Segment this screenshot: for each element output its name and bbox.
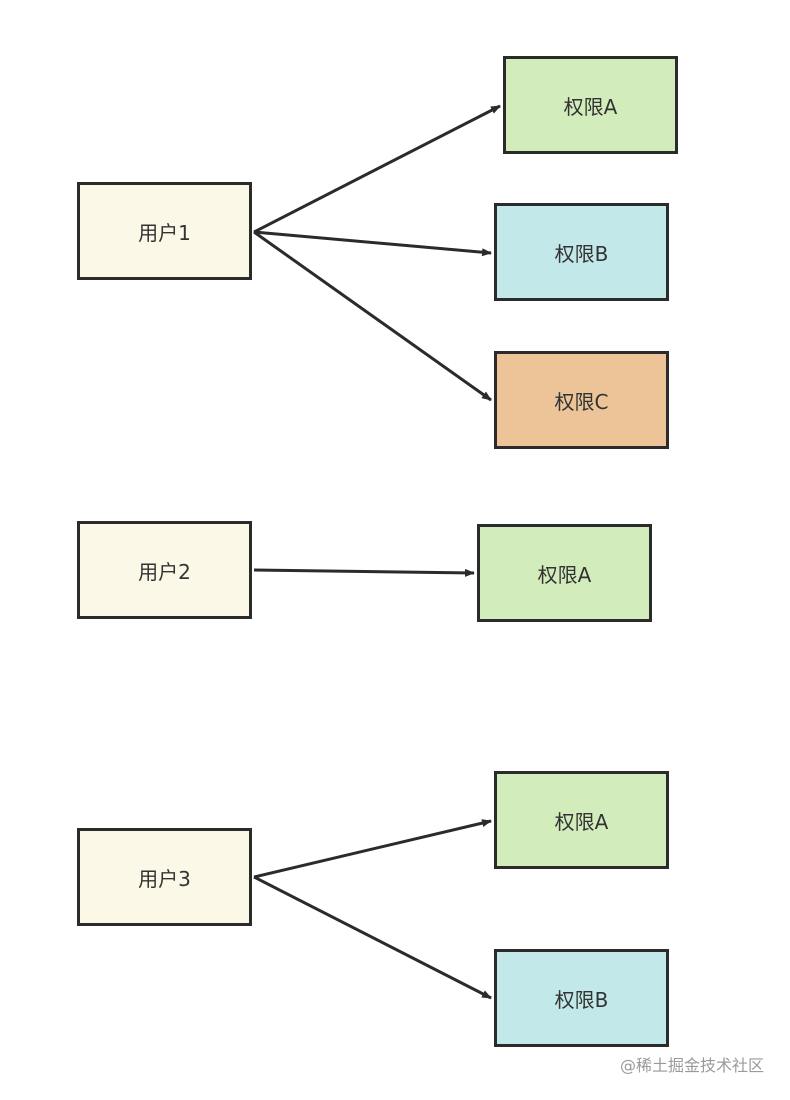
permission-node-label: 权限A <box>554 809 609 834</box>
user-node-3[interactable]: 用户3 <box>77 828 252 926</box>
permission-node-u1-c[interactable]: 权限C <box>494 351 669 449</box>
permission-node-u3-b[interactable]: 权限B <box>494 949 669 1047</box>
user-node-2[interactable]: 用户2 <box>77 521 252 619</box>
user-node-1[interactable]: 用户1 <box>77 182 252 280</box>
user-node-label: 用户3 <box>138 866 191 891</box>
arrow-u1-to-p1b <box>253 230 492 257</box>
permission-node-u1-b[interactable]: 权限B <box>494 203 669 301</box>
permission-node-u2-a[interactable]: 权限A <box>477 524 652 622</box>
watermark: @稀土掘金技术社区 <box>619 1056 764 1075</box>
arrow-u1-to-p1c <box>253 230 492 402</box>
arrow-u3-to-p3b <box>253 875 492 1000</box>
permission-node-label: 权限B <box>554 987 609 1012</box>
permission-node-label: 权限C <box>554 389 609 414</box>
arrow-u1-to-p1a <box>253 104 501 234</box>
user-node-label: 用户1 <box>138 220 191 245</box>
permission-node-label: 权限B <box>554 241 609 266</box>
arrow-u2-to-p2a <box>253 568 475 577</box>
permission-node-label: 权限A <box>563 94 618 119</box>
permission-node-label: 权限A <box>537 562 592 587</box>
user-node-label: 用户2 <box>138 559 191 584</box>
permission-node-u1-a[interactable]: 权限A <box>503 56 678 154</box>
arrow-u3-to-p3a <box>253 819 492 879</box>
permission-node-u3-a[interactable]: 权限A <box>494 771 669 869</box>
